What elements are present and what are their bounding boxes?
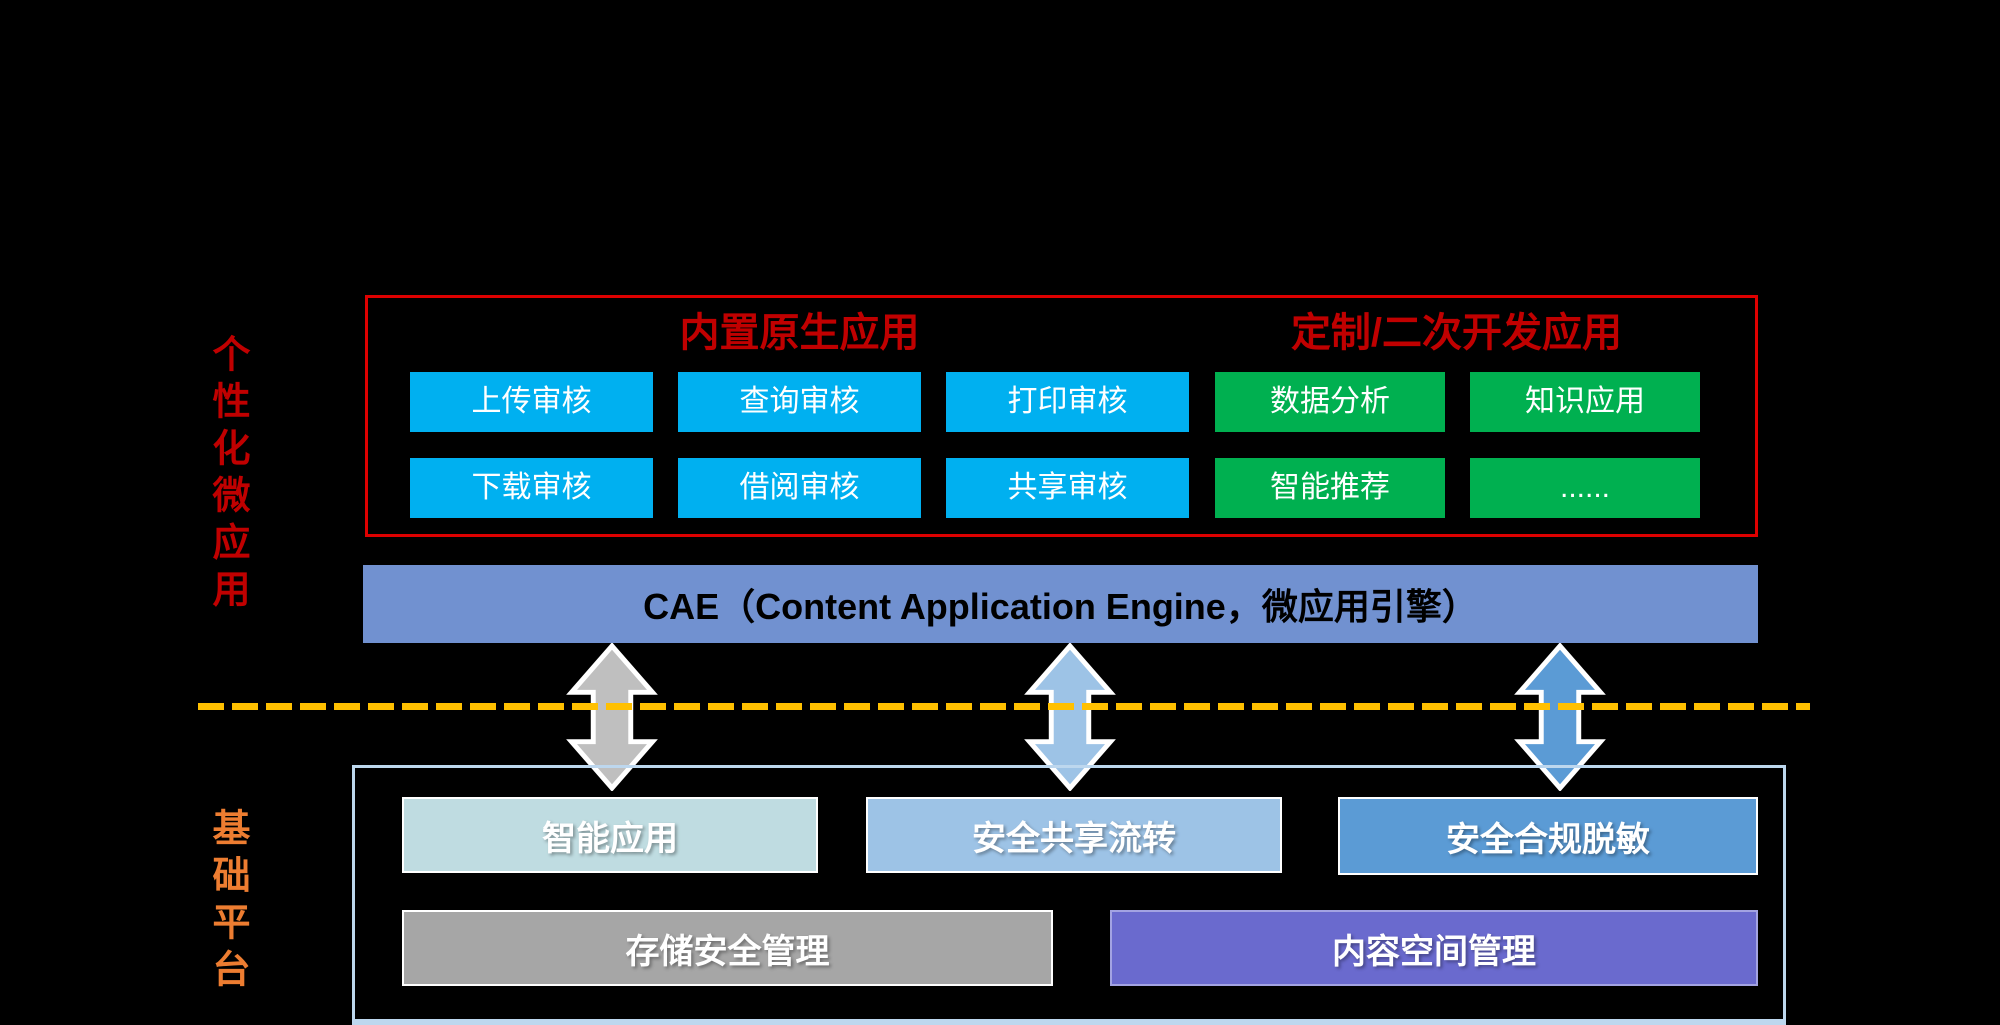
dashed-divider xyxy=(198,703,1810,710)
native-app-borrow-review: 借阅审核 xyxy=(678,458,921,518)
custom-app-smart-recommend: 智能推荐 xyxy=(1215,458,1445,518)
platform-box-smart-apps: 智能应用 xyxy=(402,797,818,873)
cae-engine-bar: CAE（Content Application Engine，微应用引擎） xyxy=(363,565,1758,643)
double-vertical-arrow-blue-icon xyxy=(1514,643,1606,791)
native-apps-title: 内置原生应用 xyxy=(679,311,920,355)
native-app-print-review: 打印审核 xyxy=(946,372,1189,432)
cae-engine-label: CAE（Content Application Engine，微应用引擎） xyxy=(643,586,1478,627)
custom-app-data-analysis: 数据分析 xyxy=(1215,372,1445,432)
double-vertical-arrow-light-blue-icon xyxy=(1024,643,1116,791)
custom-app-knowledge: 知识应用 xyxy=(1470,372,1700,432)
platform-frame xyxy=(352,765,1786,1025)
native-app-download-review: 下载审核 xyxy=(410,458,653,518)
micro-apps-frame xyxy=(365,295,1758,537)
platform-box-storage-security: 存储安全管理 xyxy=(402,910,1053,986)
custom-apps-title: 定制/二次开发应用 xyxy=(1290,311,1623,355)
platform-box-secure-sharing: 安全共享流转 xyxy=(866,797,1282,873)
native-app-query-review: 查询审核 xyxy=(678,372,921,432)
platform-box-content-space: 内容空间管理 xyxy=(1110,910,1758,986)
double-vertical-arrow-gray-icon xyxy=(566,643,658,791)
native-app-share-review: 共享审核 xyxy=(946,458,1189,518)
platform-section-label: 基础平台 xyxy=(206,808,248,996)
native-app-upload-review: 上传审核 xyxy=(410,372,653,432)
platform-box-compliance-masking: 安全合规脱敏 xyxy=(1338,797,1758,875)
micro-apps-section-label: 个性化微应用 xyxy=(206,334,248,616)
custom-app-ellipsis: ...... xyxy=(1470,458,1700,518)
